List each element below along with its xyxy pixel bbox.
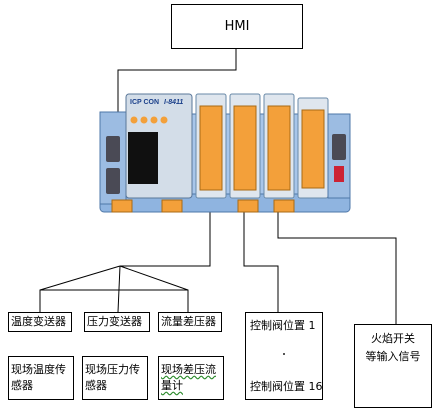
cpu-button-2	[140, 116, 148, 124]
hmi-link-line	[117, 48, 237, 120]
field-flow-meter-label: 现场差压流量计	[161, 363, 216, 392]
rack-clip-3	[237, 199, 259, 213]
plc-model: I-8411	[164, 99, 183, 106]
flame-switch-box: 火焰开关 等输入信号	[354, 324, 432, 408]
hmi-box: HMI	[171, 4, 303, 49]
sensor-fan-mid	[117, 265, 121, 313]
power-switch	[334, 166, 344, 182]
temperature-transmitter-box: 温度变送器	[8, 312, 72, 332]
field-pressure-sensor-label: 现场压力传感器	[85, 363, 140, 392]
sensor-fan-right	[119, 265, 189, 312]
plc-brand: ICP CON	[130, 99, 159, 106]
valve-ellipsis-dot	[283, 353, 285, 355]
flow-dp-transmitter-label: 流量差压器	[161, 315, 216, 328]
io-terminal-1	[199, 105, 223, 191]
rack-clip-4	[273, 199, 295, 213]
io-terminal-3	[267, 105, 291, 191]
flame-link-line	[277, 212, 397, 324]
rs485-port	[332, 134, 346, 160]
cpu-button-4	[160, 116, 168, 124]
cpu-screen	[128, 132, 158, 184]
field-flow-meter-box: 现场差压流量计	[158, 356, 224, 400]
valve-link-line	[243, 212, 279, 312]
flame-switch-line2: 等输入信号	[365, 350, 421, 363]
rack-clip-2	[161, 199, 183, 213]
pressure-transmitter-label: 压力变送器	[87, 315, 142, 328]
hmi-label: HMI	[224, 19, 250, 34]
sensor-link-line	[120, 212, 211, 267]
io-terminal-2	[233, 105, 257, 191]
cpu-button-3	[150, 116, 158, 124]
io-terminal-4	[301, 109, 325, 189]
sensor-fan-left	[39, 265, 121, 312]
plc-illustration: ICP CON I-8411	[99, 93, 351, 213]
valve-position-box: 控制阀位置 1 控制阀位置 16	[245, 312, 323, 400]
valve-last-label: 控制阀位置 16	[250, 380, 323, 393]
field-temperature-sensor-box: 现场温度传感器	[8, 356, 74, 400]
field-temperature-sensor-label: 现场温度传感器	[11, 363, 66, 392]
flame-switch-line1: 火焰开关	[371, 332, 415, 345]
field-pressure-sensor-box: 现场压力传感器	[82, 356, 148, 400]
rack-clip-1	[111, 199, 133, 213]
valve-first-label: 控制阀位置 1	[250, 319, 316, 332]
flow-dp-transmitter-box: 流量差压器	[158, 312, 222, 332]
rs232-port-bottom	[106, 168, 120, 194]
plc-rack: ICP CON I-8411	[98, 88, 352, 216]
temperature-transmitter-label: 温度变送器	[11, 315, 66, 328]
pressure-transmitter-box: 压力变送器	[84, 312, 150, 332]
rs232-port-top	[106, 136, 120, 162]
cpu-button-1	[130, 116, 138, 124]
